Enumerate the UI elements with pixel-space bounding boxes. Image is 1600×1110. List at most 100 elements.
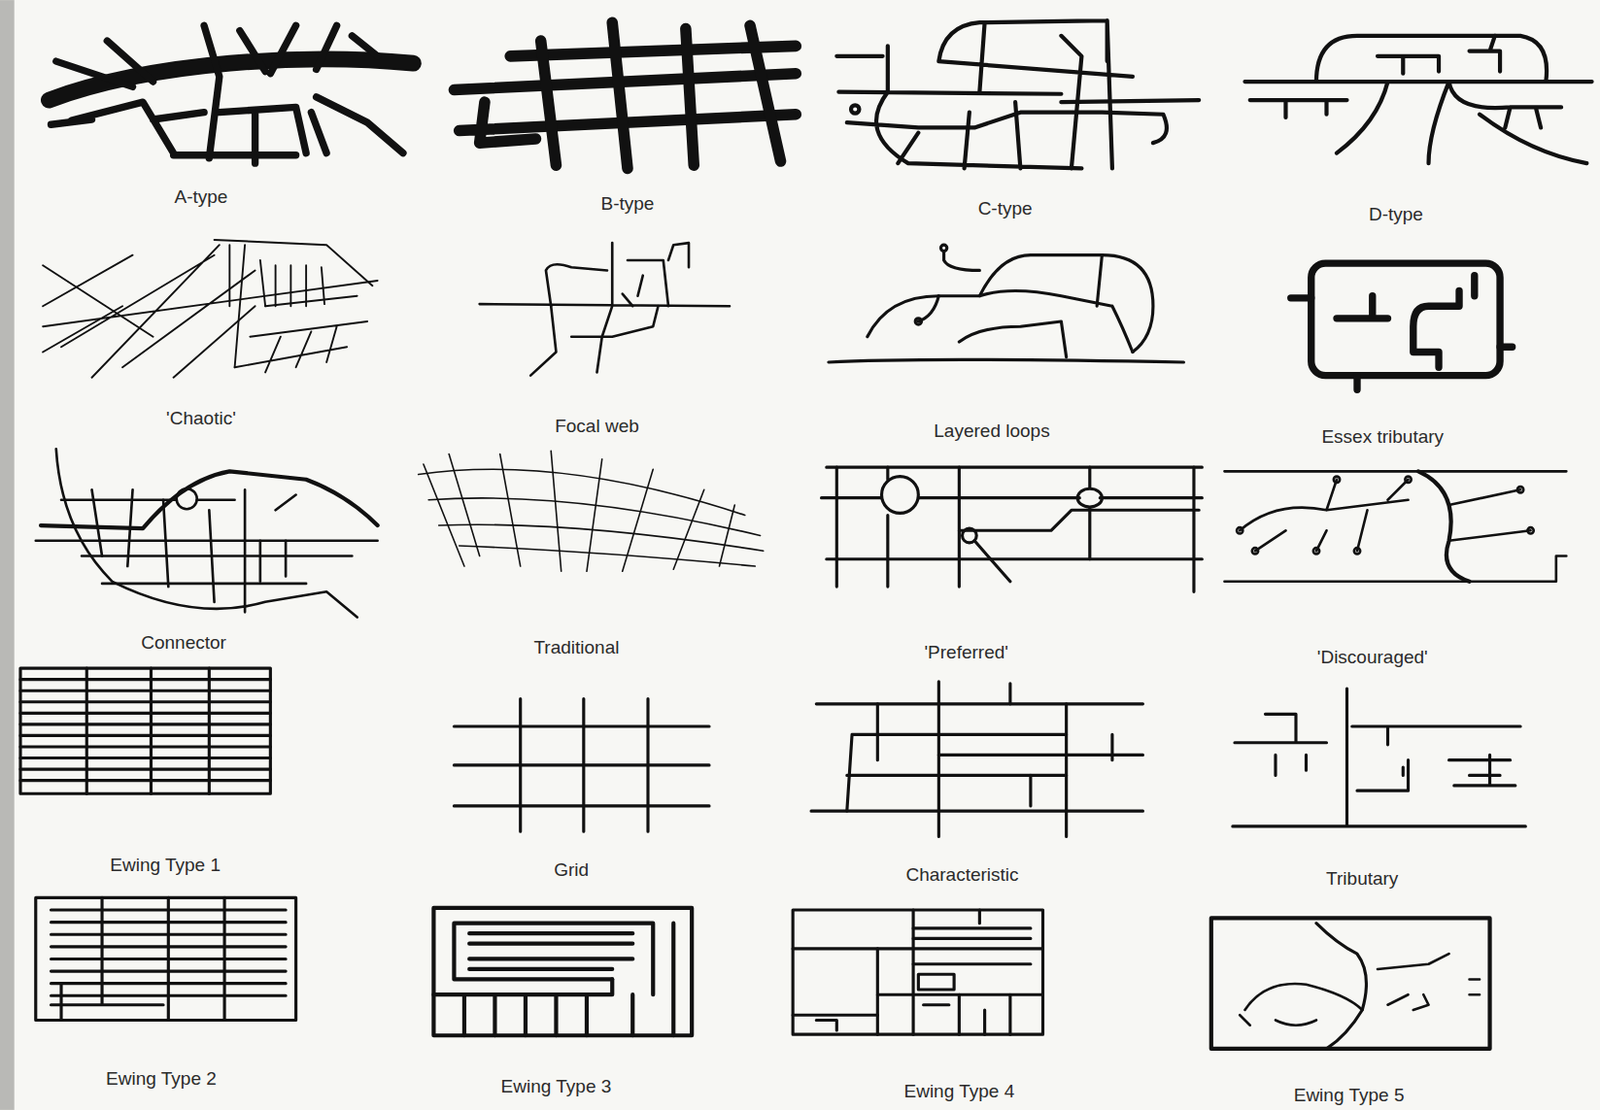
ewing-type-5-pattern [1211, 918, 1491, 1049]
ewing-type-4-pattern-stroke [792, 928, 1043, 1016]
pattern-caption: Characteristic [902, 864, 1022, 886]
ewing-type-3-pattern-stroke [433, 923, 674, 1037]
layered-loops-pattern-stroke [940, 244, 947, 251]
ewing-type-3-pattern-stroke [453, 923, 653, 996]
pattern-caption: B-type [598, 193, 658, 215]
b-type-pattern [453, 22, 796, 169]
pattern-caption: D-type [1365, 204, 1427, 226]
characteristic-pattern-stroke [847, 681, 1113, 838]
ewing-type-2-pattern [35, 897, 297, 1021]
pattern-caption: Ewing Type 4 [900, 1081, 1018, 1103]
ewing-type-4-pattern [792, 910, 1043, 1035]
pattern-caption: C-type [975, 198, 1036, 220]
essex-tributary-pattern-stroke [1311, 263, 1500, 376]
d-type-pattern-stroke [1250, 81, 1588, 164]
pattern-caption: Traditional [530, 637, 622, 659]
a-type-pattern-stroke [51, 97, 404, 164]
characteristic-pattern [811, 681, 1143, 838]
discouraged-pattern-stroke [1527, 527, 1533, 534]
ewing-type-4-pattern-stroke [816, 910, 1011, 1035]
discouraged-pattern-stroke [1517, 486, 1524, 493]
ewing-type-3-pattern [433, 908, 692, 1036]
grid-pattern [453, 699, 710, 833]
grid-pattern-stroke [520, 699, 648, 833]
discouraged-pattern-stroke [1404, 476, 1411, 483]
discouraged-pattern-stroke [1333, 476, 1340, 483]
grid-pattern-stroke [453, 726, 710, 807]
pattern-caption: Grid [550, 859, 592, 882]
ewing-type-2-pattern-stroke [35, 897, 297, 1021]
tributary-pattern [1232, 688, 1526, 827]
ewing-type-1-pattern-stroke [20, 680, 271, 782]
focal-web-pattern-stroke [545, 242, 689, 307]
b-type-pattern-stroke [541, 22, 782, 169]
preferred-pattern-stroke [836, 467, 1194, 592]
c-type-pattern-stroke [851, 104, 859, 113]
discouraged-pattern-stroke [1239, 479, 1531, 552]
connector-pattern-stroke [35, 500, 378, 584]
preferred-pattern-stroke [1077, 488, 1102, 508]
page-edge [0, 0, 15, 1110]
chaotic-pattern [42, 239, 378, 378]
discouraged-pattern [1224, 471, 1566, 581]
ewing-type-1-pattern-stroke [20, 668, 271, 794]
layered-loops-pattern-stroke [867, 255, 1154, 353]
pattern-caption: Tributary [1323, 868, 1401, 890]
preferred-pattern [821, 467, 1203, 592]
connector-pattern-stroke [92, 489, 297, 613]
preferred-pattern-stroke [882, 476, 920, 514]
layered-loops-pattern-stroke [828, 359, 1185, 363]
chaotic-pattern-stroke [42, 296, 368, 374]
traditional-pattern [418, 450, 764, 572]
characteristic-pattern-stroke [811, 704, 1143, 812]
ewing-type-4-pattern-stroke [792, 910, 1043, 1035]
focal-web-pattern-stroke [479, 242, 730, 373]
pattern-caption: Ewing Type 3 [498, 1076, 615, 1098]
layered-loops-pattern [828, 244, 1185, 363]
focal-web-pattern-stroke [530, 275, 658, 376]
discouraged-pattern-stroke [1313, 547, 1320, 554]
pattern-caption: Ewing Type 2 [102, 1068, 220, 1090]
preferred-pattern-stroke [962, 528, 978, 544]
tributary-pattern-stroke [1352, 726, 1521, 791]
discouraged-pattern-stroke [1252, 547, 1259, 554]
ewing-type-5-pattern-stroke [1316, 923, 1366, 1050]
pattern-caption: Essex tributary [1318, 426, 1447, 448]
preferred-pattern-stroke [821, 467, 1203, 560]
layered-loops-pattern-stroke [918, 255, 1133, 358]
ewing-type-3-pattern-stroke [433, 908, 692, 1036]
d-type-pattern [1244, 35, 1592, 164]
connector-pattern [35, 448, 378, 617]
ewing-type-1-pattern [20, 668, 271, 794]
pattern-caption: Connector [137, 632, 230, 654]
ewing-type-1-pattern-stroke [86, 668, 209, 794]
d-type-pattern-stroke [1244, 35, 1592, 82]
c-type-pattern-stroke [847, 92, 1167, 170]
focal-web-pattern [479, 242, 730, 376]
essex-tributary-pattern [1291, 263, 1513, 390]
pattern-caption: Layered loops [930, 420, 1053, 443]
essex-tributary-pattern-stroke [1291, 298, 1513, 391]
d-type-pattern-stroke [1377, 35, 1500, 74]
connector-pattern-stroke [176, 488, 198, 510]
a-type-pattern [48, 25, 413, 164]
pattern-caption: 'Preferred' [920, 642, 1011, 664]
pattern-caption: Focal web [551, 415, 643, 438]
pattern-caption: 'Chaotic' [163, 408, 239, 430]
tributary-pattern-stroke [1232, 688, 1526, 827]
c-type-pattern-stroke [836, 45, 1199, 103]
discouraged-pattern-stroke [1354, 547, 1361, 554]
discouraged-pattern-stroke [1224, 471, 1566, 581]
pattern-caption: Ewing Type 1 [106, 854, 224, 877]
ewing-type-2-pattern-stroke [51, 897, 226, 1021]
traditional-pattern-stroke [423, 450, 735, 572]
ewing-type-5-pattern-stroke [1211, 918, 1491, 1049]
pattern-caption: A-type [170, 186, 231, 208]
connector-pattern-stroke [56, 448, 358, 617]
layered-loops-pattern-stroke [944, 250, 981, 271]
pattern-caption: 'Discouraged' [1314, 646, 1431, 669]
essex-tributary-pattern-stroke [1336, 275, 1475, 369]
layered-loops-pattern-stroke [915, 318, 921, 325]
c-type-pattern [836, 20, 1199, 169]
